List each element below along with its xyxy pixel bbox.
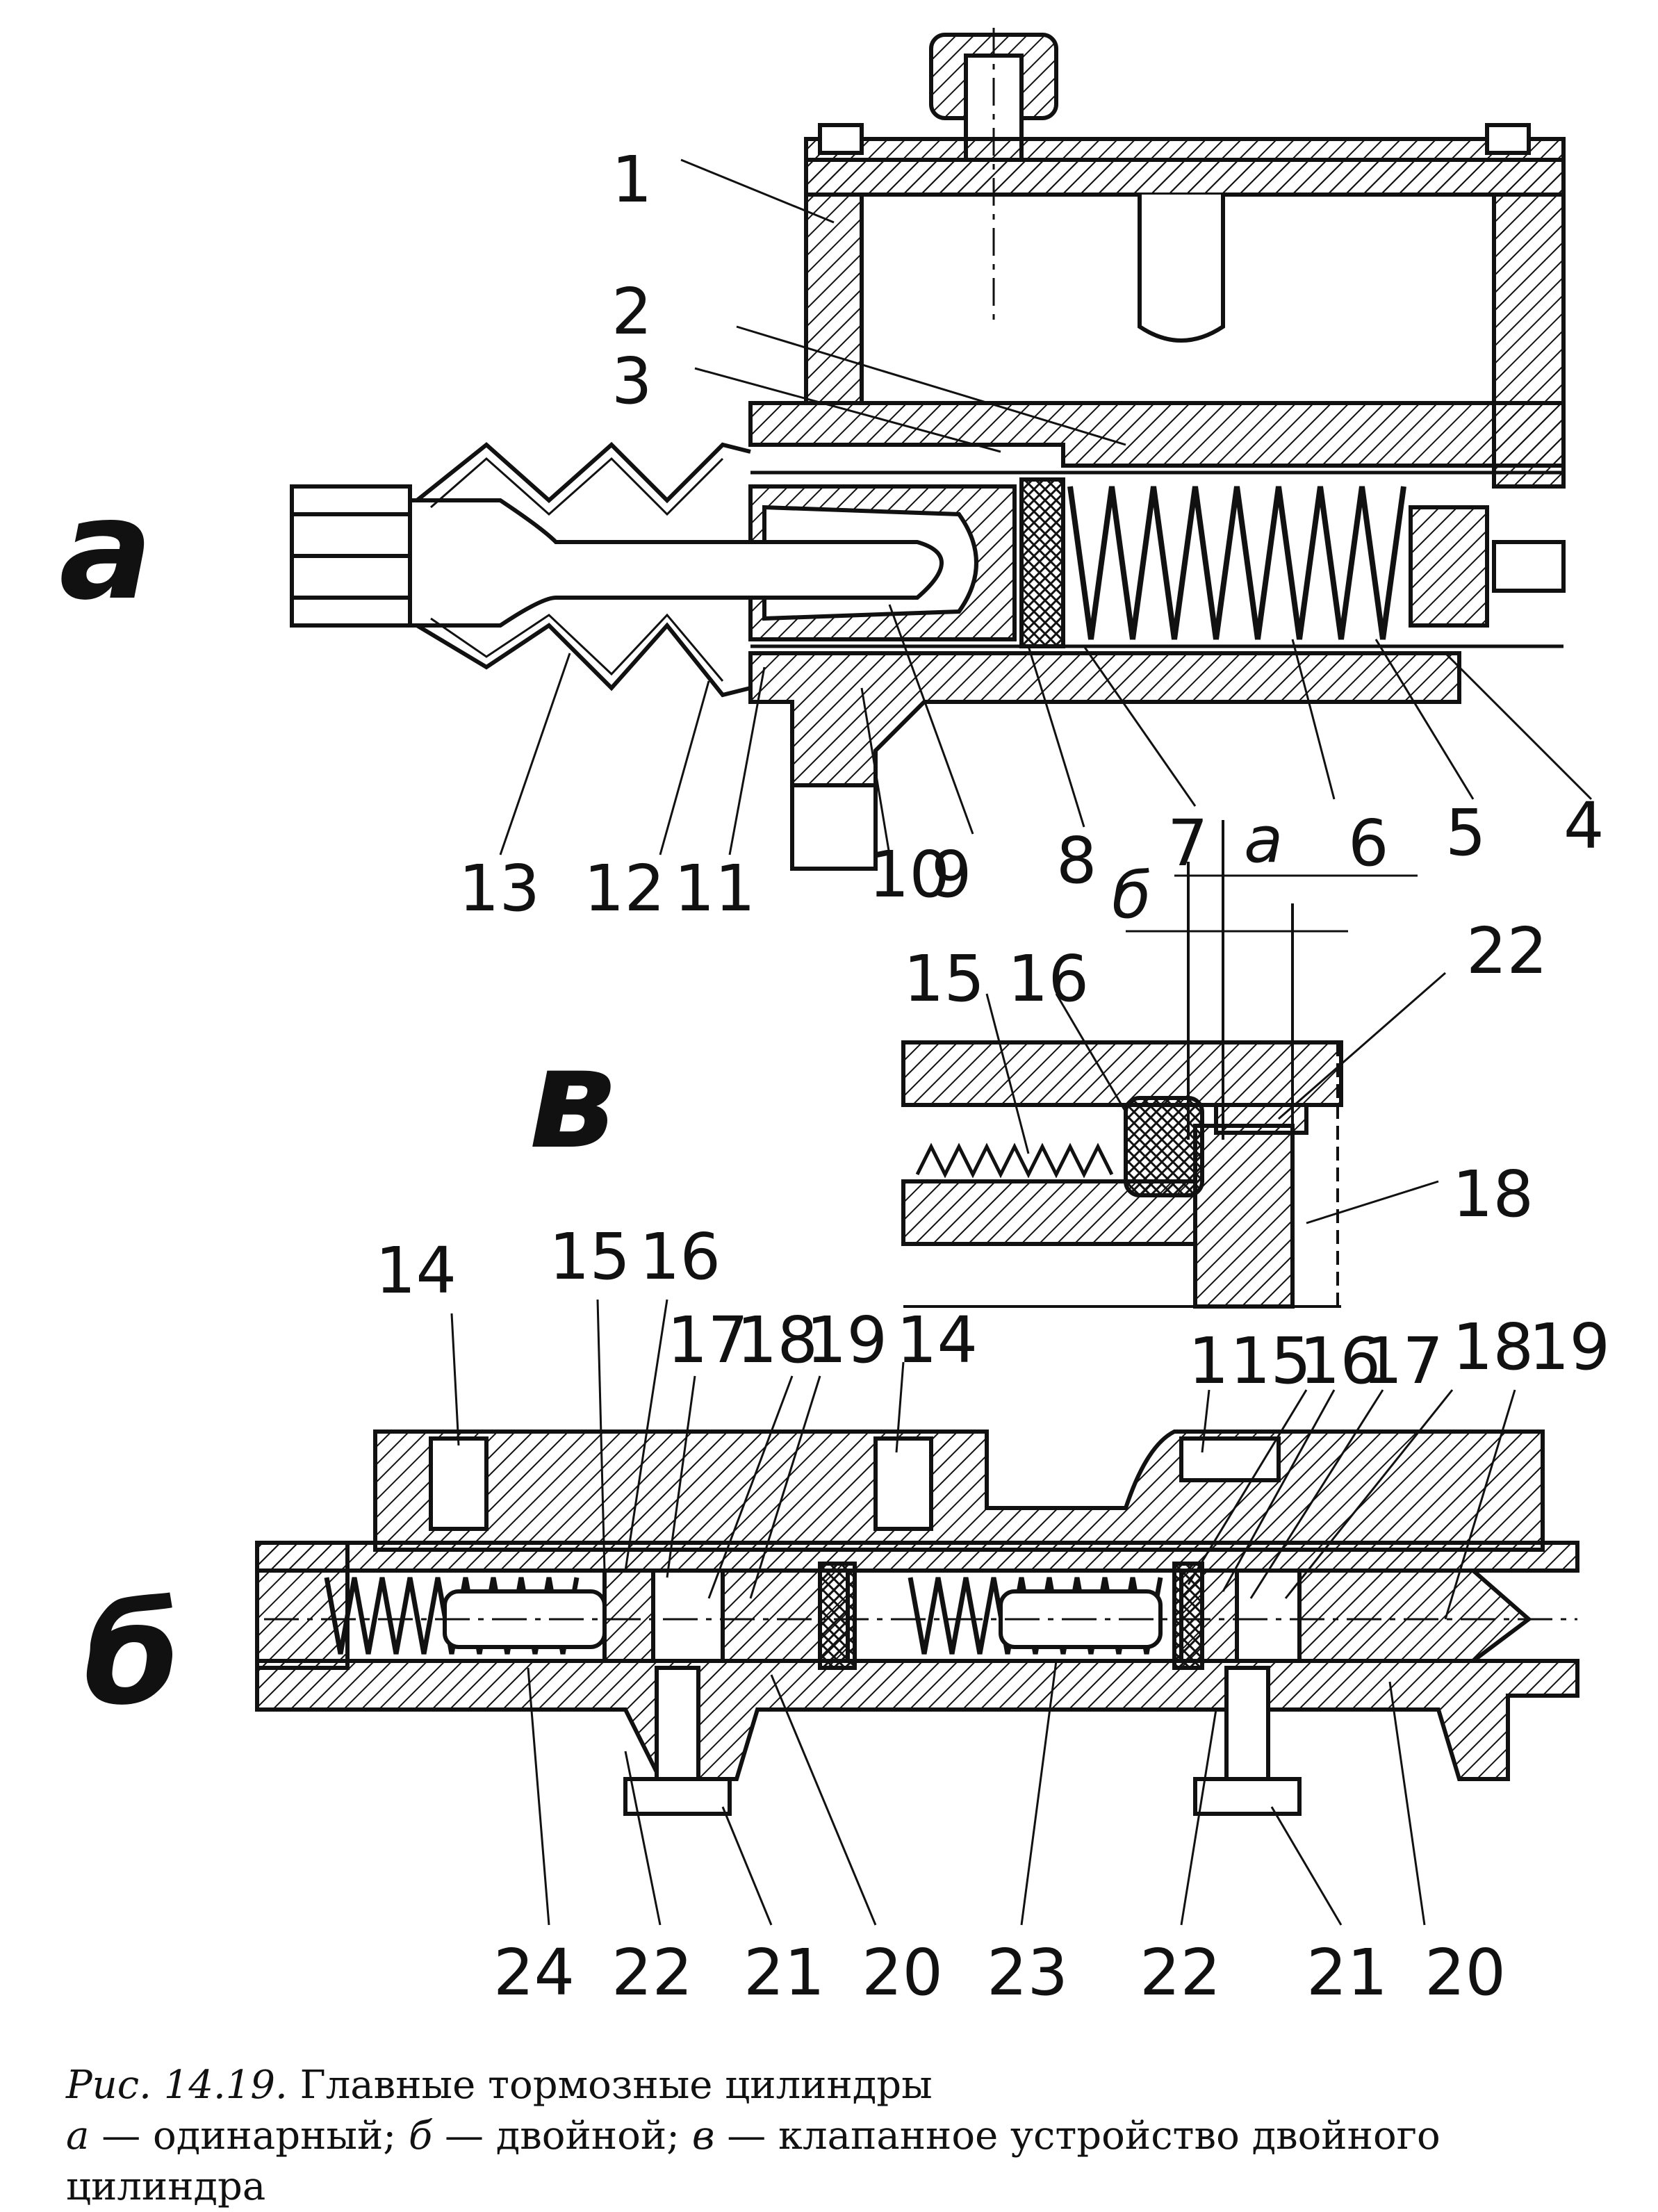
part-label-20-left: 20: [862, 1935, 943, 2010]
view-v-valve-detail: [901, 820, 1446, 1309]
part-label-16-left: 16: [639, 1220, 721, 1294]
part-label-11: 11: [674, 851, 755, 926]
brake-cylinders-drawing: а в б 1 2 3 4 5 6 7 8 9 10 11 12 13 а б …: [59, 28, 1610, 2010]
view-label-a: а: [59, 469, 153, 631]
part-label-19-right: 19: [1529, 1310, 1610, 1384]
part-label-18-v: 18: [1452, 1157, 1534, 1231]
part-label-22-right: 22: [1140, 1935, 1221, 2010]
part-label-18-right: 18: [1452, 1310, 1534, 1384]
caption-text-a: — одинарный;: [89, 2113, 409, 2158]
dim-a: а: [1244, 803, 1283, 877]
part-label-6: 6: [1348, 806, 1389, 880]
caption-key-a: а: [66, 2113, 90, 2158]
part-label-23: 23: [987, 1935, 1068, 2010]
part-label-15-v: 15: [903, 942, 985, 1016]
part-label-12: 12: [584, 851, 665, 926]
part-label-24: 24: [493, 1935, 575, 2010]
part-label-20-right: 20: [1425, 1935, 1506, 2010]
view-label-b: б: [83, 1574, 181, 1736]
part-label-21-left: 21: [744, 1935, 825, 2010]
part-label-22-v: 22: [1466, 914, 1548, 988]
part-label-18-left: 18: [737, 1303, 818, 1377]
caption-key-b: б: [408, 2113, 433, 2158]
part-label-22-left: 22: [612, 1935, 693, 2010]
part-label-15-right: 15: [1230, 1324, 1311, 1398]
part-label-16-right: 16: [1299, 1324, 1381, 1398]
part-label-3: 3: [612, 344, 652, 418]
caption-text-b: — двойной;: [432, 2113, 692, 2158]
part-label-5: 5: [1445, 796, 1486, 870]
part-label-19-left: 19: [806, 1303, 887, 1377]
part-label-13: 13: [459, 851, 540, 926]
part-label-1: 1: [612, 142, 652, 217]
view-label-v: в: [528, 1018, 616, 1180]
part-label-9: 9: [931, 837, 972, 912]
caption-title: Главные тормозные цилиндры: [299, 2063, 933, 2108]
part-label-1-b: 1: [1188, 1324, 1229, 1398]
caption-figure-number: Рис. 14.19.: [66, 2063, 288, 2108]
part-label-8: 8: [1056, 824, 1097, 898]
part-label-21-right: 21: [1306, 1935, 1388, 2010]
figure-caption: Рис. 14.19. Главные тормозные цилиндры а…: [66, 2061, 1609, 2212]
caption-key-v: в: [691, 2113, 715, 2158]
view-b-tandem-cylinder: [255, 1299, 1579, 1926]
part-label-4: 4: [1563, 789, 1604, 863]
part-label-17-right: 17: [1362, 1324, 1443, 1398]
part-label-10: 10: [869, 837, 950, 912]
view-a-single-cylinder: [290, 28, 1593, 871]
part-label-16-v: 16: [1008, 942, 1089, 1016]
dim-b: б: [1112, 858, 1151, 933]
part-label-15-left: 15: [549, 1220, 630, 1294]
part-label-2: 2: [612, 275, 652, 349]
part-label-14-mid: 14: [896, 1303, 978, 1377]
part-label-14-left: 14: [375, 1234, 457, 1308]
part-label-7: 7: [1167, 806, 1208, 880]
part-label-17-left: 17: [667, 1303, 748, 1377]
